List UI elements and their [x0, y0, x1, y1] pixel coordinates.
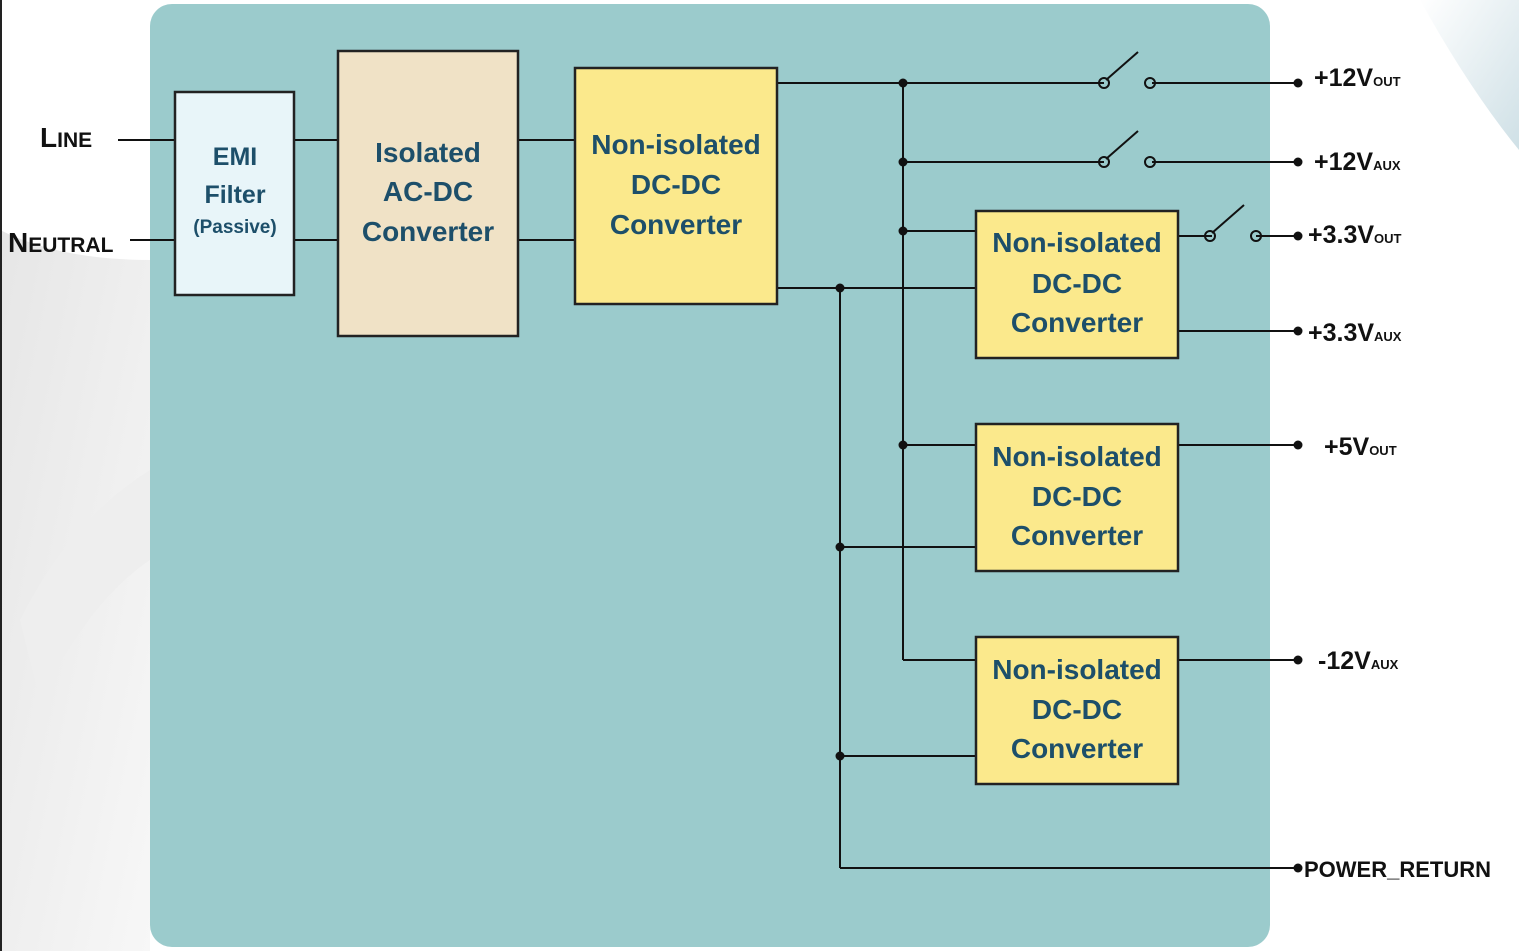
- input-neutral-label: NEUTRAL: [8, 227, 114, 258]
- isolated-acdc-block: Isolated AC-DC Converter: [336, 49, 520, 338]
- switch-12v-out: [1098, 51, 1156, 89]
- dcdc-n12v-line2: DC-DC: [1032, 694, 1122, 725]
- wires: [118, 82, 1296, 869]
- isolated-line3: Converter: [362, 216, 494, 247]
- output-power-return-label: POWER_RETURN: [1304, 857, 1491, 882]
- corner-decoration: [1420, 0, 1519, 150]
- junction-dots: [835, 78, 908, 761]
- input-line-label: LINE: [40, 122, 92, 153]
- dcdc-5v-line1: Non-isolated: [992, 441, 1162, 472]
- main-dcdc-line2: DC-DC: [631, 169, 721, 200]
- output-33v-out-label: +3.3VOUT: [1308, 221, 1402, 249]
- dcdc-5v-block: Non-isolated DC-DC Converter: [974, 422, 1180, 573]
- isolated-line1: Isolated: [375, 137, 481, 168]
- emi-line1: EMI: [213, 143, 257, 171]
- emi-line3: (Passive): [193, 217, 276, 238]
- dcdc-n12v-line1: Non-isolated: [992, 654, 1162, 685]
- isolated-line2: AC-DC: [383, 176, 473, 207]
- dcdc-n12v-line3: Converter: [1011, 733, 1143, 764]
- output-n12v-aux-label: -12VAUX: [1318, 647, 1399, 675]
- output-12v-out-label: +12VOUT: [1314, 64, 1401, 92]
- output-terminals: [1293, 78, 1303, 873]
- main-dcdc-line1: Non-isolated: [591, 129, 761, 160]
- output-33v-aux-label: +3.3VAUX: [1308, 319, 1402, 347]
- output-12v-aux-label: +12VAUX: [1314, 148, 1401, 176]
- output-5v-out-label: +5VOUT: [1324, 433, 1397, 461]
- emi-line2: Filter: [204, 181, 265, 209]
- main-dcdc-line3: Converter: [610, 209, 742, 240]
- dcdc-33v-line1: Non-isolated: [992, 227, 1162, 258]
- dcdc-33v-block: Non-isolated DC-DC Converter: [974, 209, 1180, 360]
- switch-33v-out: [1204, 204, 1262, 242]
- background-swoosh-inner: [20, 470, 150, 700]
- dcdc-33v-line3: Converter: [1011, 307, 1143, 338]
- dcdc-n12v-block: Non-isolated DC-DC Converter: [974, 635, 1180, 786]
- dcdc-5v-line2: DC-DC: [1032, 481, 1122, 512]
- emi-filter-block: EMI Filter (Passive): [173, 90, 296, 297]
- main-dcdc-block: Non-isolated DC-DC Converter: [573, 66, 779, 306]
- switch-12v-aux: [1098, 130, 1156, 168]
- dcdc-33v-line2: DC-DC: [1032, 268, 1122, 299]
- dcdc-5v-line3: Converter: [1011, 520, 1143, 551]
